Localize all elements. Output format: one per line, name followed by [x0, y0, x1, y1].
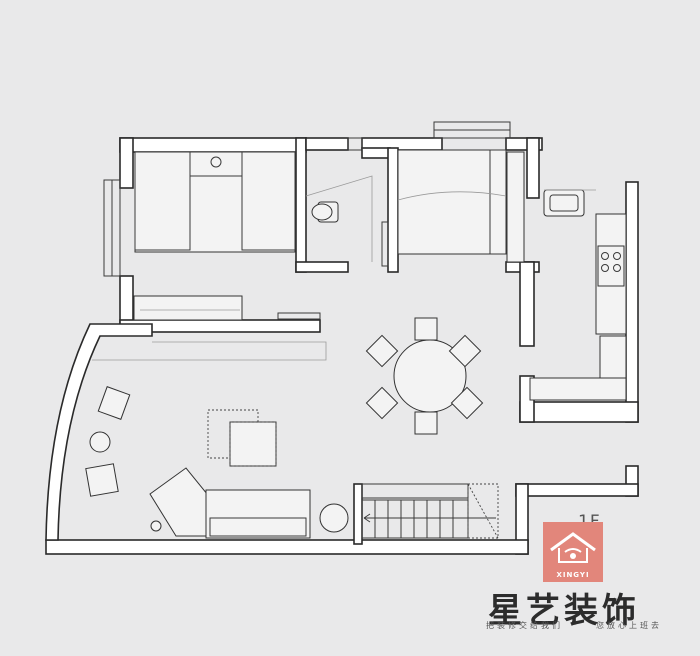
- brand-logo: XINGYI: [543, 522, 603, 582]
- bed-2-headboard: [489, 149, 507, 255]
- bath-door-swing: [305, 175, 373, 262]
- chair: [365, 334, 399, 368]
- walls: [45, 137, 639, 555]
- sofa-cushions: [209, 517, 307, 537]
- bedroom-1: [133, 151, 321, 321]
- wall-ledge: [92, 341, 327, 361]
- wall-bath-top: [305, 137, 349, 151]
- coffee-table: [229, 421, 277, 467]
- wall-stair-top: [515, 483, 639, 497]
- dining: [365, 317, 484, 435]
- bed-right-half: [241, 151, 296, 251]
- fridge: [599, 335, 627, 379]
- round-stool: [319, 503, 349, 533]
- bed2-rug-edge: [397, 191, 507, 201]
- wall-bedroom-right: [295, 137, 307, 273]
- armchair: [85, 463, 119, 497]
- wall-kitchen-bottom: [519, 401, 639, 423]
- nightstand: [189, 151, 243, 177]
- wall-stair-left: [353, 483, 363, 545]
- windows: [103, 121, 511, 277]
- wall-bed2-right-upper: [526, 137, 540, 199]
- wall-bed2-stub: [361, 147, 391, 159]
- house-roof-logo-icon: [550, 532, 596, 563]
- arrow-left-icon: [363, 513, 371, 523]
- armchair: [97, 386, 131, 420]
- bedroom-2: [381, 149, 525, 267]
- bed2-door: [381, 221, 389, 267]
- logo-pinyin: XINGYI: [556, 571, 590, 579]
- sink-basin: [549, 194, 579, 212]
- counter-bottom: [529, 377, 627, 401]
- chair: [414, 317, 438, 341]
- wall-bath-bottom: [295, 261, 349, 273]
- brand-slogan-right: 您放心上班去: [596, 621, 662, 630]
- brand-name: 星艺装饰: [488, 591, 640, 631]
- wall-bedroom-left-upper: [119, 137, 134, 189]
- wall-curved-west: [45, 323, 153, 541]
- wall-kitchen-right: [625, 181, 639, 423]
- chair: [414, 411, 438, 435]
- staircase: [361, 483, 499, 539]
- wall-bed2-left: [387, 147, 399, 273]
- stair-flight: [361, 499, 469, 539]
- wall-bedroom-top: [119, 137, 307, 153]
- chair: [365, 386, 399, 420]
- window-bath: [347, 137, 363, 151]
- wardrobe: [133, 295, 243, 321]
- bed-2: [397, 149, 507, 255]
- lamp-icon: [210, 156, 222, 168]
- bed-left-half: [134, 151, 191, 251]
- living-room: [85, 386, 349, 539]
- bathroom: [305, 175, 373, 262]
- wall-kitchen-left: [519, 261, 535, 347]
- wall-bottom: [45, 539, 529, 555]
- chair: [448, 334, 482, 368]
- brand-slogan-left: 把装修交给我们: [486, 621, 563, 630]
- chair: [450, 386, 484, 420]
- side-table: [89, 431, 111, 453]
- wardrobe-2: [506, 151, 525, 263]
- stair-top-rail: [361, 483, 469, 499]
- stair-landing: [467, 483, 499, 539]
- sofa: [205, 489, 311, 539]
- toilet-icon: [311, 203, 333, 221]
- kitchen: [529, 189, 627, 401]
- door-slide: [277, 312, 321, 320]
- lamp-icon: [150, 520, 162, 532]
